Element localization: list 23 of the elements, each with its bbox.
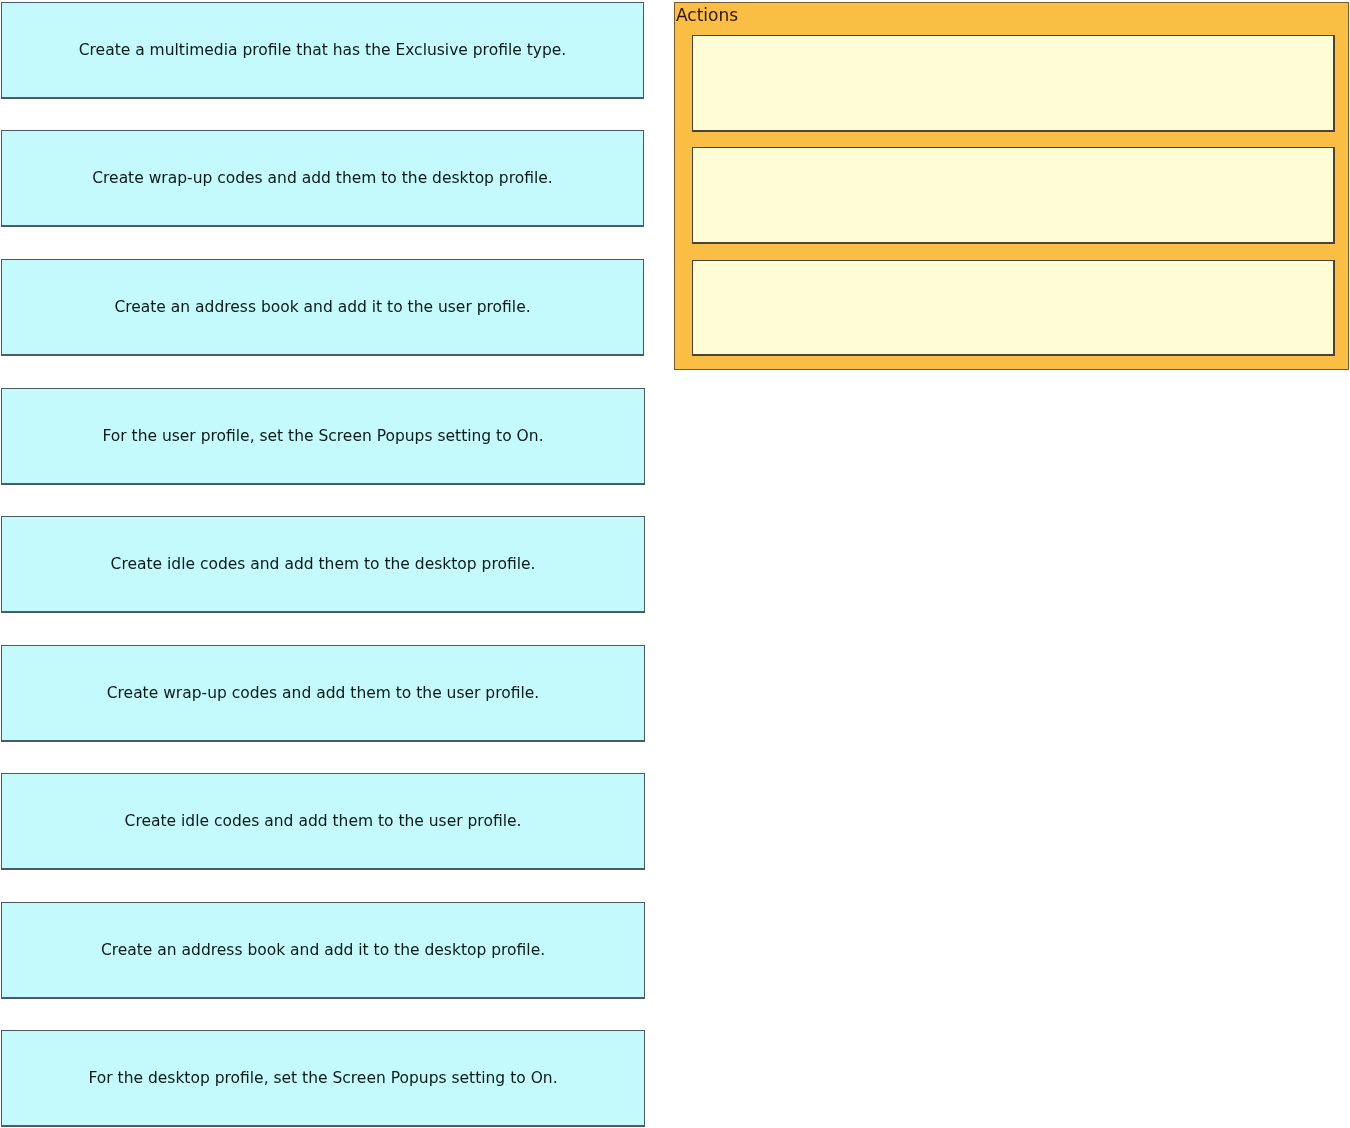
step-text: Create wrap-up codes and add them to the user profile. [105, 684, 541, 702]
drop-slot [692, 35, 1335, 132]
step-text: Create idle codes and add them to the desktop profile. [109, 555, 537, 573]
step-text: Create a multimedia profile that has the Exclusive profile type. [77, 41, 568, 59]
step-text: Create wrap-up codes and add them to the desktop profile. [91, 169, 554, 187]
step-card [1, 388, 645, 485]
step-card [1, 516, 645, 613]
step-text: Create idle codes and add them to the user profile. [123, 812, 523, 830]
drop-slot [692, 260, 1335, 356]
step-card [1, 1030, 645, 1127]
step-text: For the desktop profile, set the Screen Popups setting to On. [87, 1069, 559, 1087]
step-text: For the user profile, set the Screen Popups setting to On. [101, 427, 545, 445]
panel-title: Actions [676, 5, 739, 25]
step-card [1, 645, 645, 742]
step-card [1, 773, 645, 870]
drop-slot [692, 147, 1335, 244]
step-card [1, 2, 644, 99]
step-text: Create an address book and add it to the desktop profile. [99, 941, 547, 959]
step-card [1, 130, 644, 227]
step-text: Create an address book and add it to the user profile. [113, 298, 532, 316]
step-card [1, 902, 645, 999]
actions-panel [674, 2, 1349, 370]
step-card [1, 259, 644, 356]
